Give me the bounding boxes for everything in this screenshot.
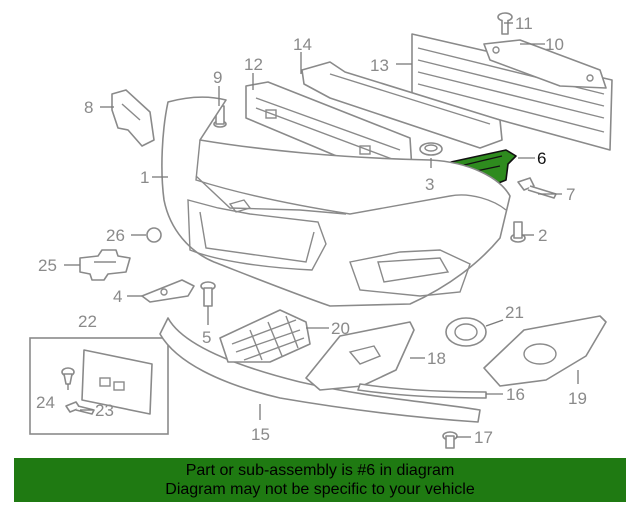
callout-22: 22 (78, 312, 97, 331)
part-8-side-bracket[interactable] (111, 89, 155, 147)
banner-line-part: Part or sub-assembly is #6 in diagram (185, 462, 455, 479)
callout-4: 4 (113, 287, 122, 306)
part-24-clip[interactable] (61, 367, 75, 385)
part-1-bumper-cover[interactable] (161, 96, 511, 307)
part-5-screw[interactable] (200, 281, 216, 307)
part-20-grille-insert[interactable] (219, 309, 311, 363)
callout-8: 8 (84, 98, 93, 117)
part-18-fog-bezel[interactable] (305, 321, 415, 391)
callout-7: 7 (566, 185, 575, 204)
callout-21: 21 (505, 303, 524, 322)
callout-18: 18 (427, 349, 446, 368)
part-19-fog-bezel-right[interactable] (483, 315, 607, 387)
callout-10: 10 (545, 35, 564, 54)
info-banner: Part or sub-assembly is #6 in diagram Di… (14, 458, 626, 502)
part-25-emblem[interactable] (79, 249, 131, 281)
part-21-fog-ring[interactable] (445, 317, 487, 347)
callout-20: 20 (331, 319, 350, 338)
banner-line-disclaimer: Diagram may not be specific to your vehi… (165, 481, 475, 498)
callout-19: 19 (568, 389, 587, 408)
part-14-absorber[interactable] (301, 61, 503, 149)
callout-labels: 11 10 12 14 13 9 8 1 3 6 7 2 26 25 4 5 2… (36, 14, 587, 447)
callout-11: 11 (515, 14, 533, 33)
part-10-bracket[interactable] (483, 39, 607, 89)
callout-3: 3 (425, 175, 434, 194)
part-2-bolt[interactable] (510, 221, 526, 243)
callout-6: 6 (537, 149, 546, 168)
callout-2: 2 (538, 226, 547, 245)
part-7-bolt[interactable] (517, 177, 557, 199)
callout-1: 1 (140, 168, 149, 187)
part-16-trim-strip[interactable] (357, 383, 487, 399)
part-11-clip[interactable] (497, 12, 513, 35)
leader-lines (64, 22, 579, 438)
callout-13: 13 (370, 56, 389, 75)
callout-25: 25 (38, 256, 57, 275)
callout-23: 23 (95, 401, 114, 420)
part-3-plug[interactable] (419, 142, 443, 156)
callout-14: 14 (293, 35, 312, 54)
callout-26: 26 (106, 226, 125, 245)
callout-16: 16 (506, 385, 525, 404)
callout-5: 5 (202, 328, 211, 347)
callout-15: 15 (251, 425, 270, 444)
callout-24: 24 (36, 393, 55, 412)
part-4-bracket[interactable] (141, 279, 195, 303)
callout-9: 9 (213, 68, 222, 87)
part-26-plug[interactable] (146, 227, 162, 243)
callout-17: 17 (474, 428, 493, 447)
part-15-valance[interactable] (159, 317, 481, 423)
bumper-exploded-diagram: 11 10 12 14 13 9 8 1 3 6 7 2 26 25 4 5 2… (29, 12, 613, 449)
callout-12: 12 (244, 55, 263, 74)
part-22-license-bracket-box[interactable] (29, 337, 169, 435)
part-17-screw[interactable] (442, 431, 458, 449)
